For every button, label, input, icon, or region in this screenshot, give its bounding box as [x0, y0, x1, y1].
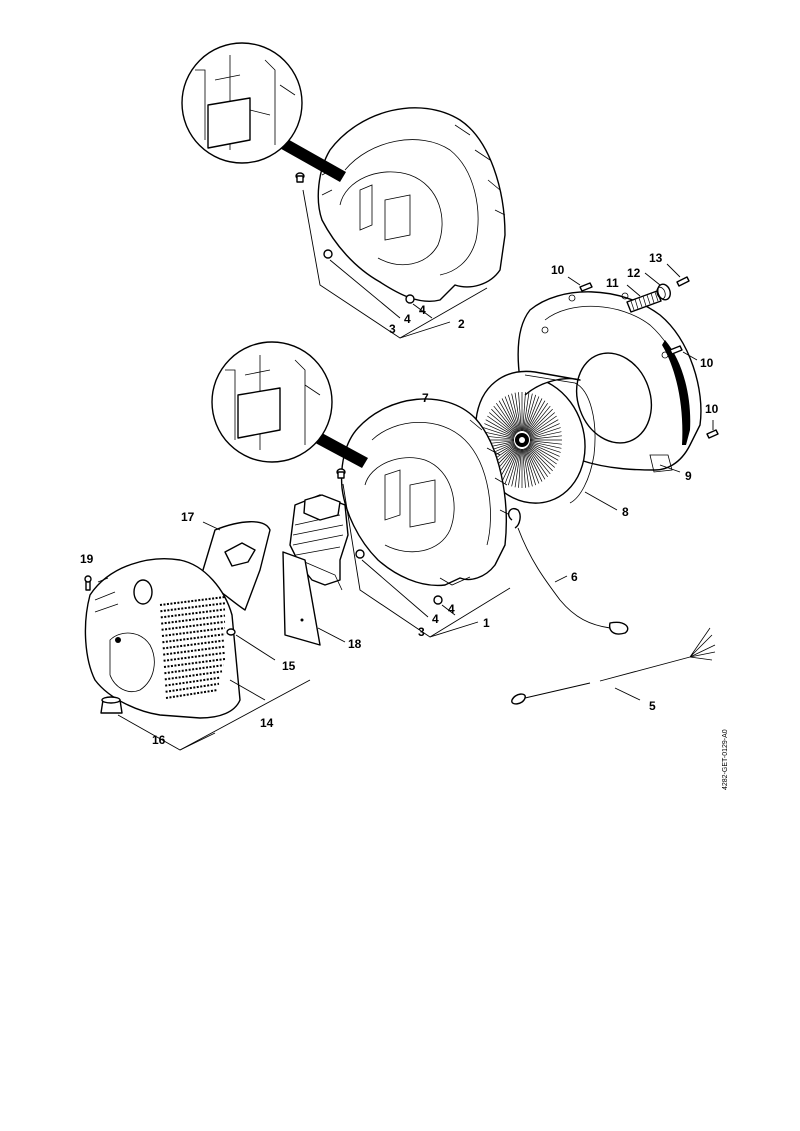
leaders-mid	[342, 483, 511, 638]
callout-13: 13	[649, 251, 663, 265]
fan-housing-upper	[317, 107, 506, 302]
shroud-grille	[159, 596, 226, 699]
fan-housing-lower	[340, 398, 511, 587]
callout-6: 6	[571, 570, 578, 584]
callout-3-top: 3	[389, 322, 396, 336]
callout-3-mid: 3	[418, 625, 425, 639]
fan-wheel	[474, 370, 596, 504]
spring-11	[626, 290, 662, 313]
leader-18	[317, 627, 346, 643]
screw-10-low	[706, 429, 719, 439]
callout-10-top: 10	[551, 263, 565, 277]
plate-18	[282, 551, 321, 646]
callout-4-top-b: 4	[404, 312, 411, 326]
callout-10-low: 10	[705, 402, 719, 416]
callout-4-mid-b: 4	[432, 612, 439, 626]
callout-12: 12	[627, 266, 641, 280]
callout-4-top-a: 4	[419, 303, 426, 317]
screw-19	[84, 575, 92, 591]
callout-15: 15	[282, 659, 296, 673]
leader-17	[202, 521, 221, 531]
callout-18: 18	[348, 637, 362, 651]
leaders-shroud	[117, 634, 311, 751]
callout-2: 2	[458, 317, 465, 331]
leaders-top	[302, 189, 488, 339]
washer-top-b	[405, 294, 415, 304]
callout-1: 1	[483, 616, 490, 630]
callout-7: 7	[422, 391, 429, 405]
callout-5: 5	[649, 699, 656, 713]
knob-16	[100, 696, 123, 714]
screw-10-mid	[669, 345, 683, 355]
washer-mid-b	[433, 595, 443, 605]
callout-14: 14	[260, 716, 274, 730]
callout-9: 9	[685, 469, 692, 483]
callout-11: 11	[606, 276, 619, 290]
screw-13	[676, 276, 690, 287]
grommet-15	[226, 628, 236, 636]
callout-10-mid: 10	[700, 356, 714, 370]
callout-17: 17	[181, 510, 195, 524]
document-reference: 4282-GET-0129-A0	[722, 729, 729, 790]
nut-top	[295, 172, 305, 183]
cable-6	[508, 508, 629, 635]
washer-mid-a	[355, 549, 365, 559]
throttle-cable-5	[511, 627, 716, 705]
nut-mid	[336, 468, 346, 479]
detail-zoom-lower	[211, 341, 368, 468]
screw-10-top	[579, 282, 593, 292]
detail-zoom-upper	[181, 42, 346, 182]
engine-shroud	[84, 558, 241, 719]
washer-top-a	[323, 249, 333, 259]
fan-spokes	[482, 392, 562, 488]
callout-19: 19	[80, 552, 94, 566]
cap-12	[656, 283, 671, 301]
callout-8: 8	[622, 505, 629, 519]
callout-16: 16	[152, 733, 166, 747]
callout-4-mid-a: 4	[448, 602, 455, 616]
